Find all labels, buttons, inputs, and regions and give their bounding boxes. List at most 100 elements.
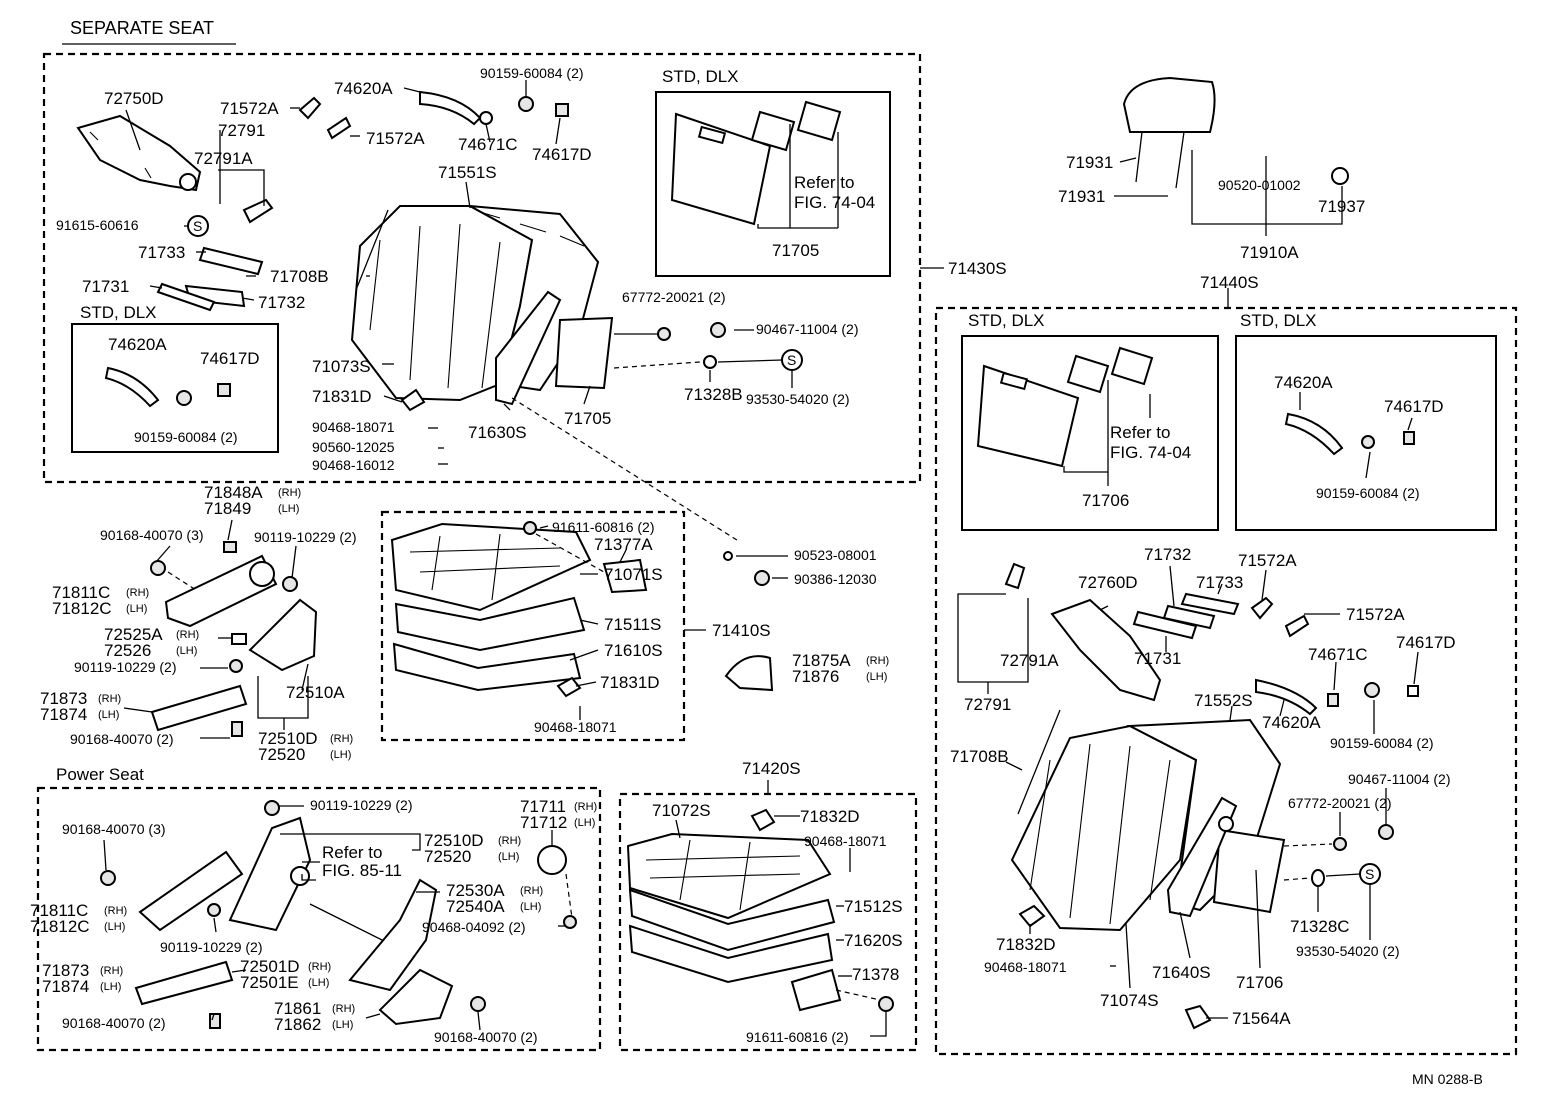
label-72526-lh: (LH) [176,645,197,657]
label-71848a-rh: (RH) [278,487,301,499]
label-72501e-lh: (LH) [308,977,329,989]
shape-90159-60084 [518,96,534,112]
label-72791: 72791 [218,121,265,140]
shape-71572a-1 [298,96,322,120]
label-71874: 71874 [40,705,87,724]
label-91611-60816-top: 91611-60816 (2) [552,519,654,535]
label-ps-90168-40070-2-a: 90168-40070 (2) [62,1015,166,1031]
part-labels: 72750D 71572A 72791 72791A 74620A 71572A… [30,65,1456,1045]
label-72760d: 72760D [1078,573,1138,592]
shape-71811c [164,554,278,628]
svg-text:S: S [787,352,796,368]
label-72750d: 72750D [104,89,164,108]
label-71420s: 71420S [742,759,801,778]
box-std-dlx-74620a-rh [1235,335,1497,531]
header-std-dlx-4: STD, DLX [1240,311,1317,330]
label-71937: 71937 [1318,197,1365,216]
shape-pocket-1 [750,110,796,152]
label-71876: 71876 [792,667,839,686]
label-90467-11004-lh: 90467-11004 (2) [756,321,858,337]
label-71733-rh: 71733 [1196,573,1243,592]
label-71072s: 71072S [652,801,711,820]
label-93530-54020-lh: 93530-54020 (2) [746,391,850,407]
group-box-71410s [380,510,686,742]
label-71328b: 71328B [684,385,743,404]
label-ps-72520: 72520 [424,847,471,866]
label-90159-60084-rhbox: 90159-60084 (2) [1316,485,1420,501]
label-71712-lh: (LH) [574,817,595,829]
shape-power-72501d [348,878,438,992]
label-91611-60816-bottom: 91611-60816 (2) [746,1029,848,1045]
shape-71705-panel [670,112,772,226]
label-ps-71874: 71874 [42,977,89,996]
group-box-power-seat [36,786,602,1052]
label-71811c: 71811C [52,583,110,602]
label-ps-71873-rh: (RH) [100,965,123,977]
label-72791a-rh: 72791A [1000,651,1059,670]
label-90468-18071-rh: 90468-18071 [984,959,1067,975]
shape-power-71873 [134,960,234,1006]
label-72530a-rh: (RH) [520,885,543,897]
label-71572a-rh-1: 71572A [1238,551,1297,570]
label-ps-71811c-rh: (RH) [104,905,127,917]
label-90168-40070-2-lh: 90168-40070 (2) [70,731,174,747]
label-74671c: 74671C [458,135,518,154]
label-71572a-2: 71572A [366,129,425,148]
label-90386-12030: 90386-12030 [794,571,877,587]
label-91615-60616: 91615-60616 [56,217,139,233]
label-71708b-rh: 71708B [950,747,1009,766]
label-71705-box: 71705 [772,241,819,260]
shape-power-71861 [378,968,454,1026]
part-shapes: S S [76,76,1419,1030]
shape-71512s [628,888,836,952]
label-74620a-rhbox: 74620A [1274,373,1333,392]
label-71861-rh: (RH) [332,1003,355,1015]
shape-71937 [1331,167,1349,185]
shape-71378 [790,968,842,1012]
shape-71706 [1212,828,1286,914]
label-ps-72510d: 72510D [424,831,484,850]
label-71831d-lh: 71831D [312,387,372,406]
label-71849-lh: (LH) [278,503,299,515]
label-71862-lh: (LH) [332,1019,353,1031]
shape-74620a-small [104,366,160,408]
label-72520: 72520 [258,745,305,764]
shape-headrest [1122,76,1216,133]
label-ps-71811c: 71811C [30,901,88,920]
label-ps-71812c-lh: (LH) [104,921,125,933]
label-72526: 72526 [104,641,151,660]
label-71328c: 71328C [1290,917,1350,936]
label-71862: 71862 [274,1015,321,1034]
group-box-71440s [934,306,1518,1056]
label-71849: 71849 [204,499,251,518]
label-90468-04092: 90468-04092 (2) [422,919,526,935]
label-71832d-cushion: 71832D [800,807,860,826]
label-71731-rh: 71731 [1134,649,1181,668]
label-72791a: 72791A [194,149,253,168]
label-ps-72510d-rh: (RH) [498,835,521,847]
label-74617d-top: 74617D [532,145,592,164]
label-74620a-small: 74620A [108,335,167,354]
label-ps-71812c: 71812C [30,917,90,936]
shape-71572a-2 [326,116,352,140]
shape-71875a [724,655,774,692]
label-72525a: 72525A [104,625,163,644]
label-71910a: 71910A [1240,243,1299,262]
label-71831d-cushion: 71831D [600,673,660,692]
label-fig-74-04-b: FIG. 74-04 [1110,443,1191,462]
diagram-code: MN 0288-B [1412,1071,1483,1087]
label-71410s: 71410S [712,621,771,640]
shape-71706-panel [976,364,1080,468]
shape-74617d [555,103,569,117]
label-71551s: 71551S [438,163,497,182]
label-ps-90168-40070-2-b: 90168-40070 (2) [434,1029,538,1045]
label-72510d: 72510D [258,729,318,748]
label-71812c: 71812C [52,599,112,618]
shape-71511s [394,596,586,652]
label-71640s: 71640S [1152,963,1211,982]
label-71440s: 71440S [1200,273,1259,292]
header-std-dlx-3: STD, DLX [968,311,1045,330]
label-ps-90119-10229-mid: 90119-10229 (2) [160,939,262,955]
label-90560-12025: 90560-12025 [312,439,395,455]
label-90468-18071-cushion: 90468-18071 [534,719,617,735]
